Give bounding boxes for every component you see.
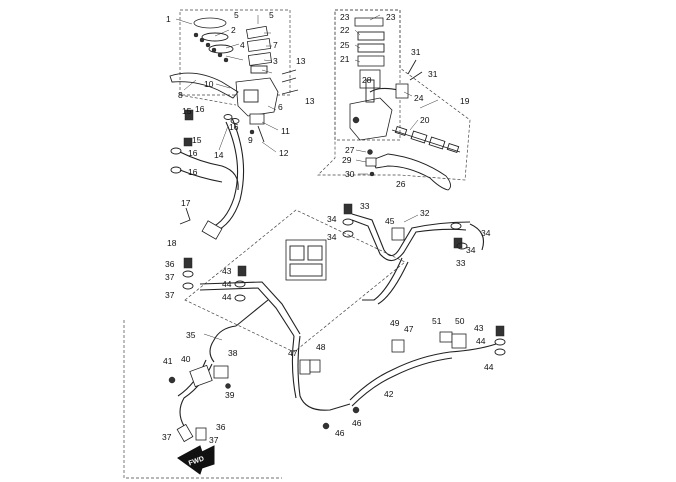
callout-25: 25 [340,40,350,50]
callout-12: 12 [279,148,289,158]
callout-38: 38 [228,348,238,358]
callout-43b: 43 [474,323,484,333]
reservoir-box [334,9,401,141]
callout-31a: 31 [411,47,421,57]
callout-6: 6 [278,102,283,112]
callout-16c: 16 [188,148,198,158]
callout-8: 8 [178,90,183,100]
callout-4: 4 [240,40,245,50]
callout-15a: 15 [182,106,192,116]
callout-34d: 34 [466,245,476,255]
callout-20: 20 [420,115,430,125]
callout-9: 9 [248,135,253,145]
callout-7: 7 [273,40,278,50]
callout-23b: 23 [386,12,396,22]
fwd-arrow-icon: FWD [177,445,215,475]
callout-44a: 44 [222,279,232,289]
callout-34c: 34 [481,228,491,238]
callout-15b: 15 [192,135,202,145]
rear-brake-pipe [351,213,471,257]
front-master-cylinder-body [235,77,279,117]
callout-16a: 16 [195,104,205,114]
callout-41: 41 [163,356,173,366]
callout-51: 51 [432,316,442,326]
callout-40: 40 [181,354,191,364]
brake-lines [177,117,497,427]
callout-16b: 16 [229,122,239,132]
callout-27: 27 [345,145,355,155]
callout-47a: 47 [288,348,298,358]
callout-2: 2 [231,25,236,35]
callout-16d: 16 [188,167,198,177]
callout-50: 50 [455,316,465,326]
callout-42: 42 [384,389,394,399]
callout-44b: 44 [476,336,486,346]
callout-34a: 34 [327,214,337,224]
rear-reservoir-cap [354,17,384,27]
callouts: 1 2 3 4 5 5 6 7 8 9 10 11 12 13 13 14 15… [162,10,494,445]
callout-45: 45 [385,216,395,226]
callout-13a: 13 [296,56,306,66]
caliper-fitting [213,365,229,379]
callout-14: 14 [214,150,224,160]
callout-37d: 37 [209,435,219,445]
lower-left-parts: FWD [123,320,282,479]
callout-3: 3 [273,56,278,66]
callout-13b: 13 [305,96,315,106]
callout-36b: 36 [216,422,226,432]
callout-37a: 37 [165,272,175,282]
callout-10: 10 [204,79,214,89]
rear-master-cylinder-body [349,97,393,141]
callout-28: 28 [362,75,372,85]
callout-47b: 47 [404,324,414,334]
front-brake-hose-upper [213,117,245,233]
callout-35: 35 [186,330,196,340]
callout-37c: 37 [162,432,172,442]
callout-23a: 23 [340,12,350,22]
callout-48: 48 [316,342,326,352]
callout-49: 49 [390,318,400,328]
reservoir-cap [193,17,227,29]
rear-master-cylinder-group [317,9,471,191]
callout-43a: 43 [222,266,232,276]
callout-30: 30 [345,169,355,179]
hydraulic-unit-group [184,209,406,353]
callout-34b: 34 [327,232,337,242]
lower-right-parts [182,203,506,430]
callout-18: 18 [167,238,177,248]
callout-1: 1 [166,14,171,24]
rear-brake-hose [349,343,497,401]
callout-46b: 46 [352,418,362,428]
callout-24: 24 [414,93,424,103]
callout-17: 17 [181,198,191,208]
front-master-cylinder-group [169,9,299,174]
callout-44d: 44 [222,292,232,302]
callout-33a: 33 [360,201,370,211]
callout-39: 39 [225,390,235,400]
callout-33b: 33 [456,258,466,268]
callout-29: 29 [342,155,352,165]
callout-26: 26 [396,179,406,189]
callout-31b: 31 [428,69,438,79]
callout-19: 19 [460,96,470,106]
callout-21: 21 [340,54,350,64]
diaphragm [201,32,229,42]
rear-brake-lever [371,153,451,191]
front-brake-lever [169,72,239,99]
callout-37b: 37 [165,290,175,300]
leader-lines [175,14,439,341]
callout-5a: 5 [234,10,239,20]
reservoir-parts [193,32,229,63]
callout-46a: 46 [335,428,345,438]
callout-44c: 44 [484,362,494,372]
callout-11: 11 [281,126,290,136]
callout-32: 32 [420,208,430,218]
callout-36a: 36 [165,259,175,269]
callout-5b: 5 [269,10,274,20]
callout-22: 22 [340,25,350,35]
